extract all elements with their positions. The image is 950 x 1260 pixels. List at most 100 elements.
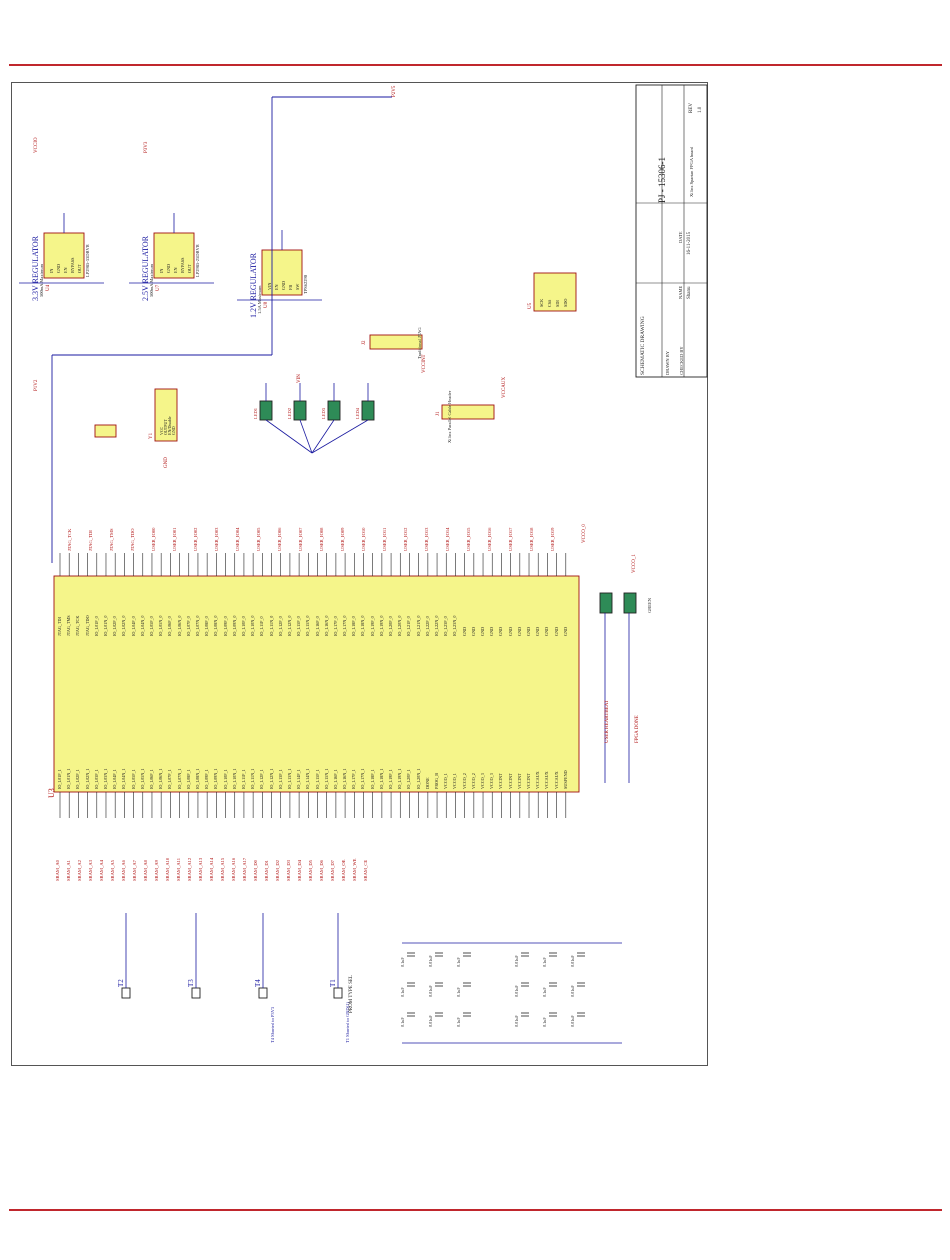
fpga-pin-name: IO_L21N_0: [415, 615, 421, 636]
net-label: USER_IO04: [235, 527, 240, 551]
power-net-flag: P3V3: [144, 141, 149, 153]
regulator-pin: EN: [63, 267, 68, 273]
fpga-pin-name: IO_L20P_1: [406, 769, 412, 789]
fpga-ref: U3: [47, 788, 56, 798]
fpga-pin-name: IO_L11N_1: [250, 768, 256, 789]
rev-value: 1.0: [698, 106, 703, 113]
fpga-pin-name: JTAG_TMS: [66, 615, 72, 636]
cap-value: 0.01uF: [514, 955, 519, 967]
fpga-pin-name: IO_L10P_1: [222, 769, 228, 789]
regulator-body: [261, 249, 303, 296]
fpga-pin-name: IO_L09N_0: [231, 615, 237, 636]
title-block: [635, 84, 708, 378]
date-value: 16-11-2015: [687, 231, 692, 255]
fpga-pin-name: IO_L20P_0: [388, 616, 394, 636]
fpga-pin-name: GND: [480, 626, 486, 636]
fpga-pin-name: IO_L17P_0: [332, 616, 338, 636]
net-label: SRAM_A15: [220, 857, 225, 881]
power-net-flag: GND: [164, 457, 169, 468]
regulator-part: TPS62290: [303, 274, 308, 294]
sheet-title: SCHEMATIC DRAWING: [640, 316, 646, 375]
net-label: USER_IO10: [361, 527, 366, 551]
net-label: SRAM_A5: [110, 860, 115, 881]
fpga-pin-name: IO_L13P_1: [277, 769, 283, 789]
net-label: SRAM_WE: [352, 858, 357, 881]
fpga-pin-name: IO_L02N_0: [121, 615, 127, 636]
net-label: SRAM_D1: [264, 860, 269, 881]
net-label: JTAG_TDO: [130, 528, 135, 551]
test-point-ref: T4: [254, 979, 262, 987]
fpga-pin-name: JTAG_TCK: [75, 615, 81, 636]
regulator-pin: EN: [274, 284, 279, 290]
fpga-pin-name: IO_L09P_1: [204, 769, 210, 789]
regulator-pin: FB: [288, 284, 293, 290]
fpga-pin-name: GND: [461, 626, 467, 636]
fpga-pin-name: IO_L01N_1: [66, 768, 72, 789]
fpga-body: [53, 575, 580, 793]
fpga-pin-name: IO_L05P_1: [130, 769, 136, 789]
power-net-flag: VCCINT: [422, 354, 427, 373]
fpga-pin-name: IO_L08P_0: [204, 616, 210, 636]
fpga-pin-name: PROG_B: [434, 772, 440, 789]
fpga-pin-name: IO_L14P_1: [296, 769, 302, 789]
net-label: SRAM_D7: [330, 860, 335, 881]
fpga-pin-name: GND: [553, 626, 559, 636]
connector-ref: J1: [436, 411, 441, 416]
fpga-pin-name: GND: [507, 626, 513, 636]
net-label: USER_IO19: [550, 527, 555, 551]
power-net-flag: P2V5: [392, 85, 397, 97]
fpga-pin-name: GND: [544, 626, 550, 636]
net-label: USER_IO07: [298, 527, 303, 551]
fpga-pin-name: IO_L23N_0: [452, 615, 458, 636]
date-label: DATE: [678, 231, 683, 244]
fpga-pin-name: IO_L04P_1: [112, 769, 118, 789]
wire-layer: [19, 84, 708, 1044]
test-point: [121, 987, 131, 999]
cap-value: 0.1uF: [542, 957, 547, 967]
net-label: USER_IO15: [466, 527, 471, 551]
led-body: [327, 400, 341, 421]
net-label: SRAM_A4: [99, 860, 104, 881]
fpga-pin-name: IO_L01P_1: [57, 769, 62, 789]
fpga-pin-name: IO_L11P_0: [259, 616, 265, 636]
misc-label: PROM TYPE SEL: [349, 975, 354, 1013]
cap-value: 0.01uF: [428, 1015, 433, 1027]
fpga-pin-name: IO_L16P_0: [314, 616, 320, 636]
net-label: JTAG_TMS: [109, 528, 114, 551]
status-led: [623, 592, 637, 614]
net-label: USER_IO11: [382, 527, 387, 551]
cap-value: 0.1uF: [542, 987, 547, 997]
net-label: SRAM_CE: [363, 859, 368, 881]
cap-value: 0.01uF: [428, 985, 433, 997]
fpga-pin-name: GND: [562, 626, 568, 636]
fpga-pin-name: IO_L07N_1: [176, 768, 182, 789]
fpga-pin-name: JTAG_TDO: [84, 615, 90, 636]
fpga-pin-name: GND: [516, 626, 522, 636]
net-label: USER_IO18: [529, 527, 534, 551]
led-body: [259, 400, 273, 421]
net-label: USER_IO02: [193, 527, 198, 551]
fpga-pin-name: IO_L03N_1: [102, 768, 108, 789]
net-label: SRAM_OE: [341, 859, 346, 881]
fpga-pin-name: IO_L20N_1: [415, 768, 421, 789]
fpga-pin-name: IO_L12N_0: [286, 615, 292, 636]
fpga-pin-name: IO_L18N_0: [360, 615, 366, 636]
fpga-pin-name: IO_L23P_0: [443, 616, 449, 636]
name-label: NAME: [678, 285, 683, 299]
jumper-body: [94, 424, 117, 438]
test-point-note: T4 Shorted to P3V3: [270, 1006, 275, 1043]
test-point-ref: T1: [329, 979, 337, 987]
test-point-ref: T2: [117, 979, 125, 987]
fpga-pin-name: VCCAUX: [553, 771, 559, 789]
net-label: USER_IO09: [340, 527, 345, 551]
fpga-pin-name: VCCINT: [526, 773, 532, 789]
net-label: USER_IO03: [214, 527, 219, 551]
flash-pin: CS#: [547, 299, 552, 307]
fpga-pin-name: VCCO_3: [480, 773, 486, 789]
jtag-header: [369, 334, 423, 350]
fpga-pin-name: IO_L07P_0: [185, 616, 191, 636]
cap-value: 0.1uF: [456, 1017, 461, 1027]
fpga-pin-name: IO_L12P_0: [277, 616, 283, 636]
net-label: USER_IO05: [256, 527, 261, 551]
